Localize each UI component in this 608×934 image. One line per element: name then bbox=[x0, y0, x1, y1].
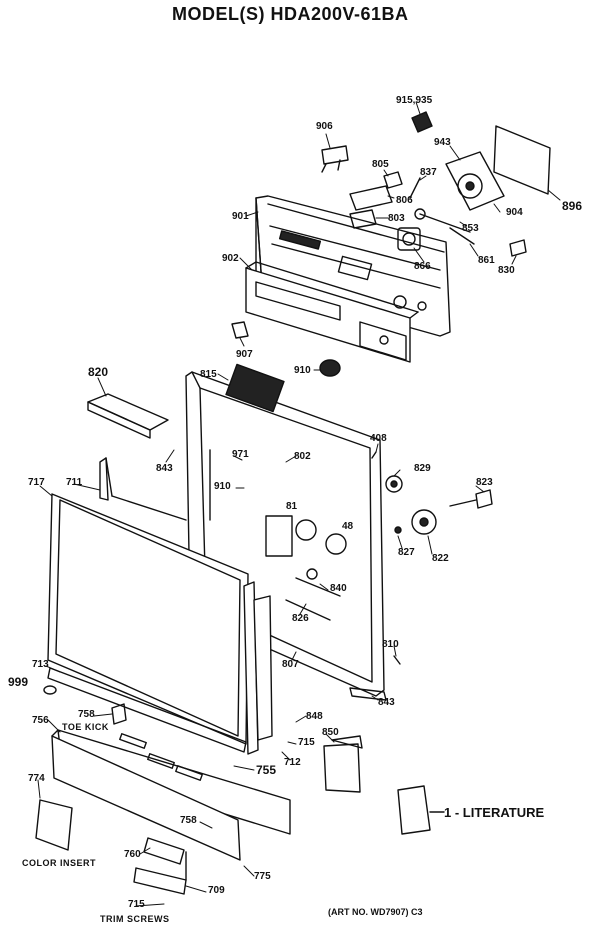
part-label-848: 848 bbox=[306, 711, 323, 722]
part-label-830: 830 bbox=[498, 265, 515, 276]
literature-booklet bbox=[397, 785, 445, 835]
part-label-820: 820 bbox=[88, 365, 109, 379]
part-label-717: 717 bbox=[28, 477, 45, 488]
caption-toe-kick: TOE KICK bbox=[62, 722, 109, 732]
part-label-758-low: 758 bbox=[180, 815, 197, 826]
right-side-parts bbox=[349, 451, 493, 701]
part-label-896: 896 bbox=[562, 199, 583, 213]
front-control-panel bbox=[245, 261, 419, 363]
part-label-810: 810 bbox=[382, 639, 399, 650]
leader-lines bbox=[37, 101, 561, 907]
part-label-758-toe: 758 bbox=[78, 709, 95, 720]
part-label-711: 711 bbox=[66, 477, 83, 488]
part-label-901: 901 bbox=[232, 211, 249, 222]
color-insert bbox=[35, 799, 73, 851]
upper-small-parts bbox=[231, 111, 551, 377]
part-label-775: 775 bbox=[254, 871, 271, 882]
part-label-815: 815 bbox=[200, 369, 217, 380]
art-number: (ART NO. WD7907) C3 bbox=[328, 907, 423, 917]
trim-pieces bbox=[133, 837, 187, 895]
caption-color-insert: COLOR INSERT bbox=[22, 858, 97, 868]
part-label-827: 827 bbox=[398, 547, 415, 558]
part-label-822: 822 bbox=[432, 553, 449, 564]
side-trim bbox=[243, 581, 273, 755]
part-label-81: 81 bbox=[286, 501, 298, 512]
part-label-906: 906 bbox=[316, 121, 333, 132]
part-label-715-low: 715 bbox=[128, 899, 145, 910]
part-label-806: 806 bbox=[396, 195, 413, 206]
part-label-774: 774 bbox=[28, 773, 45, 784]
part-label-907: 907 bbox=[236, 349, 253, 360]
part-label-803: 803 bbox=[388, 213, 405, 224]
part-label-843-left: 843 bbox=[156, 463, 173, 474]
part-label-850: 850 bbox=[322, 727, 339, 738]
literature-label: 1 - LITERATURE bbox=[444, 805, 545, 820]
part-label-755: 755 bbox=[256, 763, 277, 777]
part-label-712: 712 bbox=[284, 757, 301, 768]
part-label-902: 902 bbox=[222, 253, 239, 264]
model-title: MODEL(S) HDA200V-61BA bbox=[172, 4, 409, 24]
part-label-802: 802 bbox=[294, 451, 311, 462]
part-label-408: 408 bbox=[370, 433, 387, 444]
part-label-861: 861 bbox=[478, 255, 495, 266]
part-label-826: 826 bbox=[292, 613, 309, 624]
part-label-756: 756 bbox=[32, 715, 49, 726]
part-label-915-935: 915,935 bbox=[396, 95, 433, 106]
part-label-48: 48 bbox=[342, 521, 354, 532]
toe-kick-assembly bbox=[51, 703, 291, 861]
part-label-999: 999 bbox=[8, 675, 29, 689]
part-label-807: 807 bbox=[282, 659, 299, 670]
part-label-840: 840 bbox=[330, 583, 347, 594]
part-label-904: 904 bbox=[506, 207, 523, 218]
part-label-910-mid: 910 bbox=[214, 481, 231, 492]
part-label-760: 760 bbox=[124, 849, 141, 860]
vent-assembly bbox=[87, 393, 169, 439]
part-label-823: 823 bbox=[476, 477, 493, 488]
bottom-rail bbox=[47, 667, 247, 753]
part-label-943-top: 943 bbox=[434, 137, 451, 148]
part-label-971: 971 bbox=[232, 449, 249, 460]
bracket-850 bbox=[323, 735, 363, 793]
part-label-843-bottom: 843 bbox=[378, 697, 395, 708]
part-label-829: 829 bbox=[414, 463, 431, 474]
part-label-853: 853 bbox=[462, 223, 479, 234]
part-label-713: 713 bbox=[32, 659, 49, 670]
part-label-866: 866 bbox=[414, 261, 431, 272]
part-label-910-top: 910 bbox=[294, 365, 311, 376]
part-label-715-mid: 715 bbox=[298, 737, 315, 748]
part-label-837: 837 bbox=[420, 167, 437, 178]
part-label-805: 805 bbox=[372, 159, 389, 170]
part-label-709: 709 bbox=[208, 885, 225, 896]
caption-trim-screws: TRIM SCREWS bbox=[100, 914, 170, 924]
badge-999 bbox=[43, 685, 57, 695]
